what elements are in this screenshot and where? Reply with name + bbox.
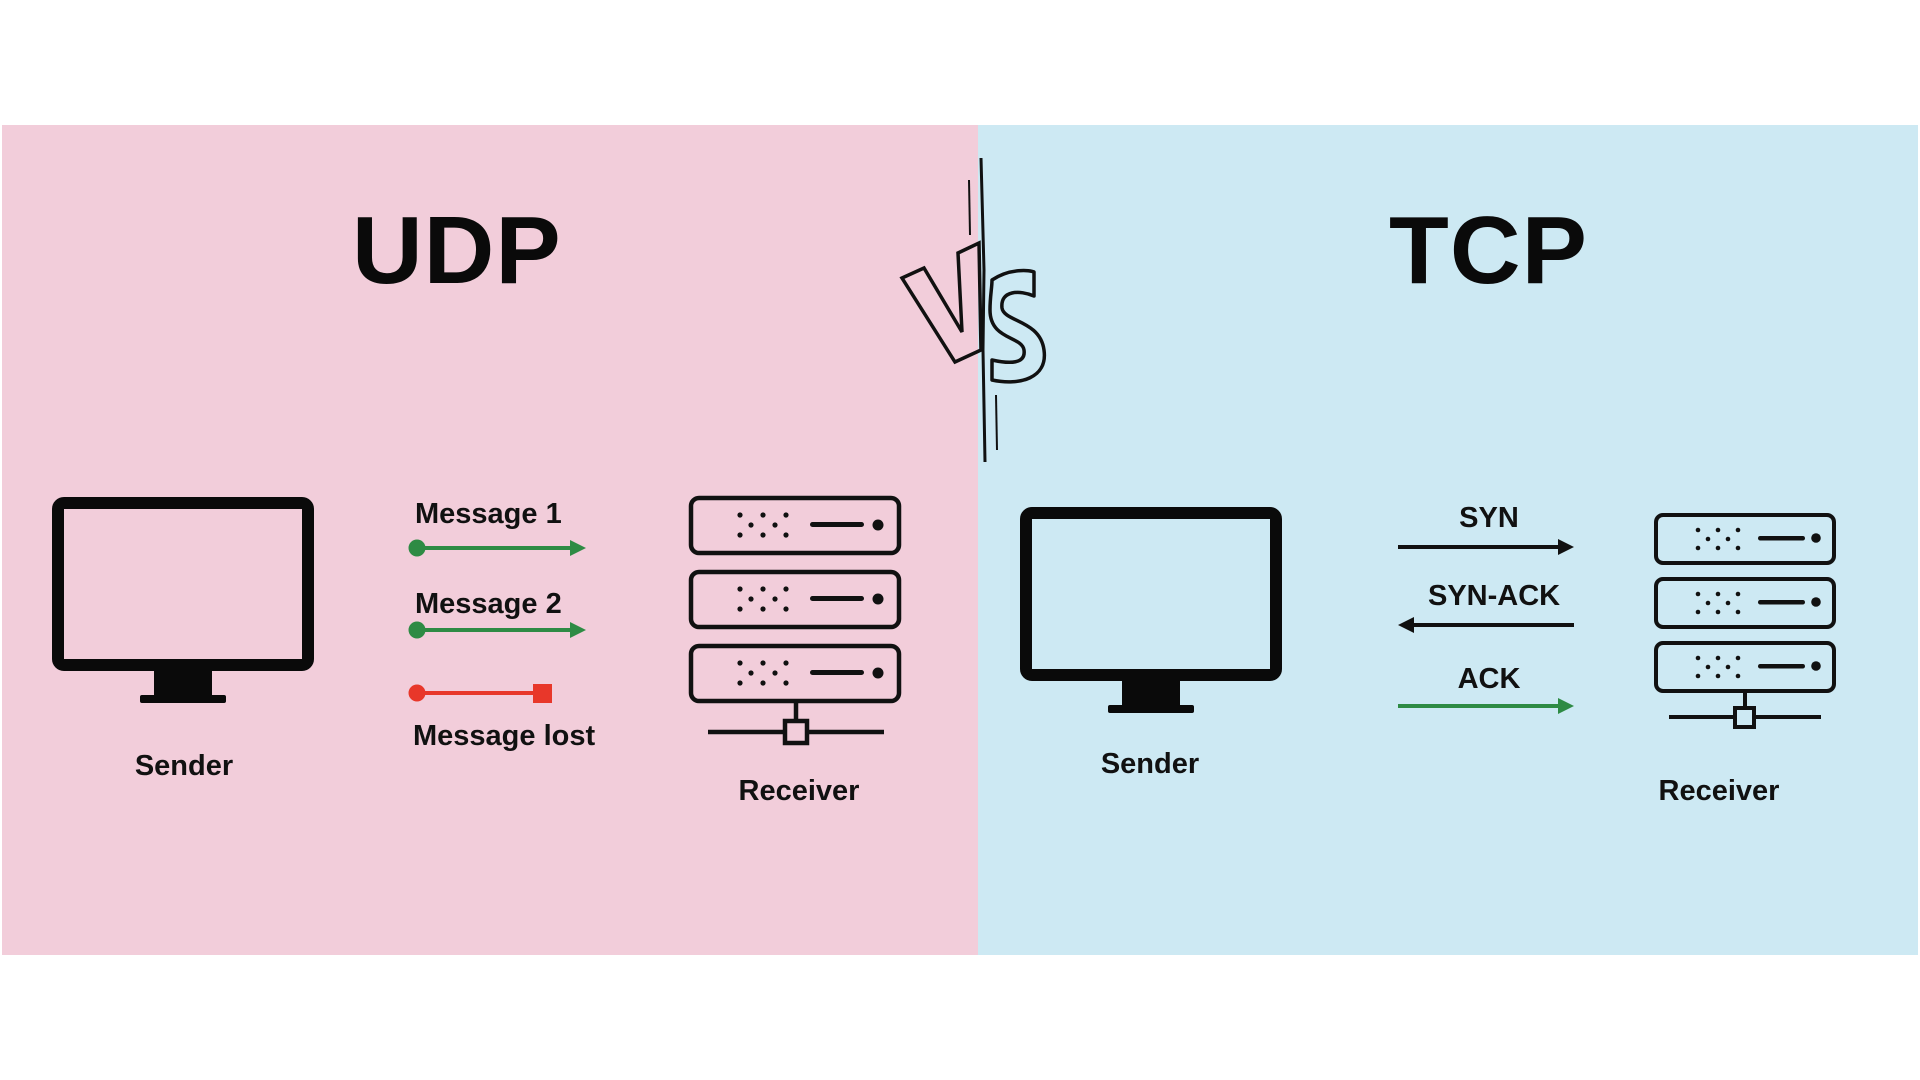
udp-panel bbox=[2, 125, 978, 955]
tcp-syn-ack-label: SYN-ACK bbox=[1428, 580, 1561, 612]
udp-message-1-label: Message 1 bbox=[415, 498, 562, 530]
udp-receiver-label: Receiver bbox=[738, 775, 860, 807]
udp-sender-monitor-icon bbox=[52, 497, 314, 703]
tcp-syn-arrow-icon bbox=[1398, 539, 1574, 555]
udp-message-2-arrow-icon bbox=[408, 621, 586, 639]
tcp-ack-label: ACK bbox=[1457, 663, 1521, 695]
tcp-receiver-label: Receiver bbox=[1658, 775, 1780, 807]
udp-title: UDP bbox=[351, 197, 562, 304]
tcp-syn-ack-arrow-icon bbox=[1398, 617, 1574, 633]
tcp-receiver-server-icon bbox=[1654, 513, 1836, 729]
udp-message-2-label: Message 2 bbox=[415, 588, 562, 620]
tcp-ack-arrow-icon bbox=[1398, 698, 1574, 714]
tcp-syn-label: SYN bbox=[1459, 502, 1519, 534]
vs-divider-icon bbox=[899, 157, 1047, 463]
udp-message-lost-line-icon bbox=[408, 684, 552, 703]
tcp-title: TCP bbox=[1389, 197, 1588, 304]
udp-sender-label: Sender bbox=[134, 750, 234, 782]
udp-message-1-arrow-icon bbox=[408, 539, 586, 557]
tcp-sender-monitor-icon bbox=[1020, 507, 1282, 713]
tcp-sender-label: Sender bbox=[1100, 748, 1200, 780]
udp-message-lost-label: Message lost bbox=[413, 720, 596, 752]
udp-receiver-server-icon bbox=[688, 495, 902, 746]
